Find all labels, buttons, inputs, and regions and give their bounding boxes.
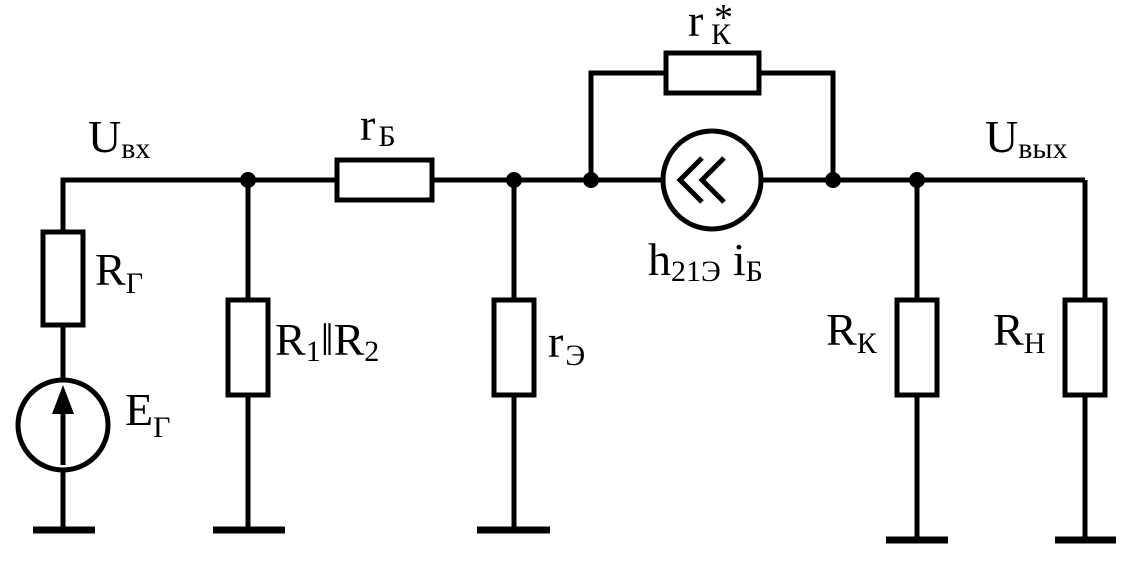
double-arrow-left-icon [698,156,726,204]
label-u-out: Uвых [985,111,1068,165]
junctions [240,172,925,188]
resistors [40,50,1108,398]
source-circle [660,128,764,232]
junction-dot [825,172,841,188]
wire-loop-left [588,70,666,180]
label-r-k-star: r [688,0,703,46]
label-r-n: RН [993,304,1045,360]
grounds [33,526,1116,544]
wire-loop-right [759,70,836,180]
junction-dot [583,172,599,188]
label-r1-r2: R1‖R2 [275,314,379,368]
double-arrow-left-icon [676,156,704,204]
label-r-e: rЭ [548,316,585,372]
label-r-g: RГ [95,244,143,300]
resistor-rg [40,229,86,328]
label-r-k-star-sup: * [714,0,733,39]
resistor-rb [334,157,435,203]
junction-dot [240,172,256,188]
arrow-up-icon [52,385,74,414]
resistor-re [491,297,537,398]
label-r-k: RК [826,304,878,360]
resistor-rk-star [663,50,762,96]
junction-dot [506,172,522,188]
resistor-r1-r2 [225,297,271,398]
wire-source-top [60,177,248,232]
current-source-h21 [660,128,764,232]
label-r-k-star-sub: К [711,18,732,51]
label-u-in: Uвх [88,111,150,165]
junction-dot [909,172,925,188]
source-circle [15,377,111,473]
resistor-rn [1062,297,1108,398]
voltage-source-eg [15,377,111,473]
label-e-g: EГ [125,384,170,444]
resistor-rk [894,297,940,398]
